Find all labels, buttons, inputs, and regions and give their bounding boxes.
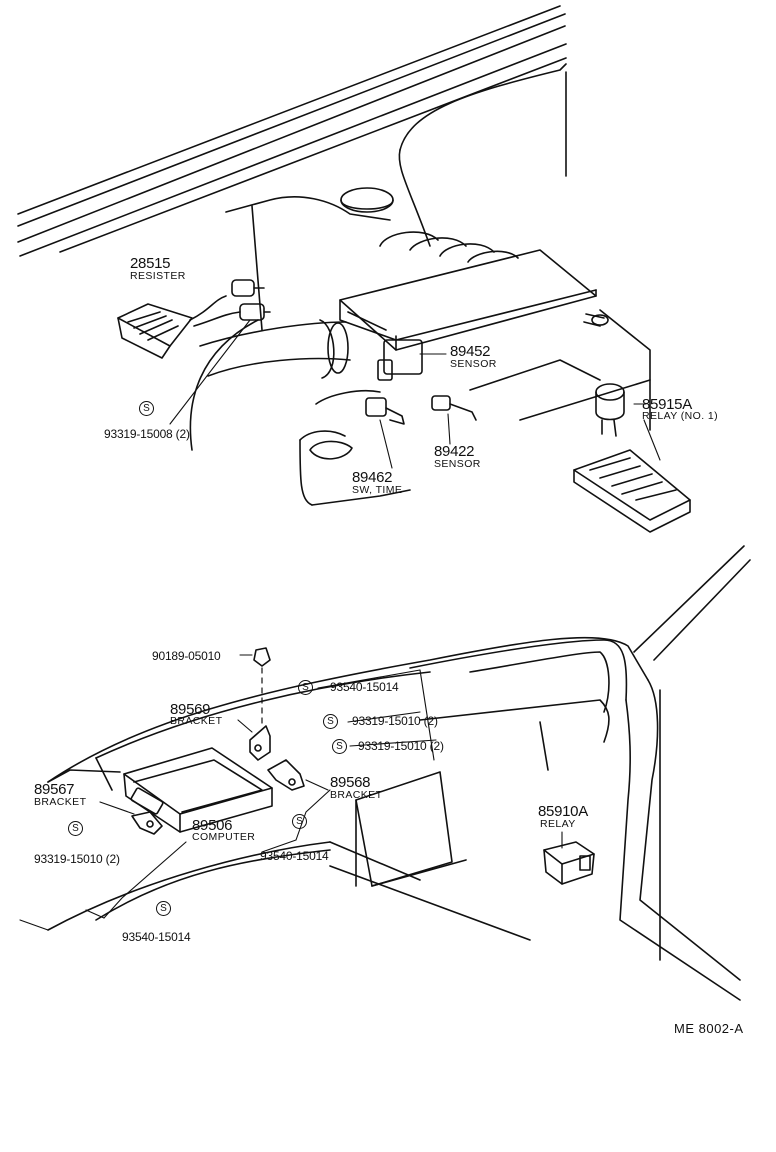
part-name-relay-85910a: RELAY — [540, 818, 576, 830]
part-name-sensor-89452: SENSOR — [450, 358, 497, 370]
dashboard-body — [47, 545, 751, 1001]
part-name-sensor-89422: SENSOR — [434, 458, 481, 470]
fastener-93319-15010-a: 93319-15010 (2) — [352, 714, 438, 728]
bracket-89567-drawing — [99, 801, 163, 835]
part-number-89462: 89462 — [352, 469, 393, 486]
standard-part-symbol: S — [292, 814, 307, 829]
part-name-relay-no1: RELAY (NO. 1) — [642, 410, 718, 422]
sensor-89452-drawing — [347, 311, 447, 381]
computer-89506-drawing — [123, 747, 273, 833]
leader-lines — [19, 669, 437, 931]
relay-85910a-drawing — [543, 831, 595, 885]
part-number-85915a: 85915A — [642, 396, 692, 413]
part-name-resister: RESISTER — [130, 270, 186, 282]
bracket-89569-drawing — [237, 719, 271, 761]
standard-part-symbol: S — [332, 739, 347, 754]
part-number-89567: 89567 — [34, 781, 75, 798]
standard-part-symbol: S — [298, 680, 313, 695]
fastener-93319-15008: 93319-15008 (2) — [104, 427, 190, 441]
resister-part-drawing — [117, 279, 271, 359]
part-number-28515: 28515 — [130, 255, 171, 272]
part-name-bracket-89569: BRACKET — [170, 715, 223, 727]
standard-part-symbol: S — [156, 901, 171, 916]
part-name-computer: COMPUTER — [192, 831, 256, 843]
part-name-bracket-89568: BRACKET — [330, 789, 383, 801]
part-number-89506: 89506 — [192, 817, 233, 834]
standard-part-symbol: S — [139, 401, 154, 416]
part-number-85910a: 85910A — [538, 803, 588, 820]
fastener-93540-15014-lower: 93540-15014 — [122, 930, 191, 944]
part-number-89452: 89452 — [450, 343, 491, 360]
part-number-89422: 89422 — [434, 443, 475, 460]
part-name-bracket-89567: BRACKET — [34, 796, 87, 808]
part-name-sw-time: SW, TIME — [352, 484, 403, 496]
fastener-93319-15010-b: 93319-15010 (2) — [358, 739, 444, 753]
bolt-90189-drawing — [239, 647, 271, 729]
engine-compartment-body — [17, 5, 691, 533]
part-number-89569: 89569 — [170, 701, 211, 718]
switch-89462-drawing — [365, 397, 405, 469]
relay-85915a-drawing — [595, 383, 661, 461]
fastener-93540-15014-mid: 93540-15014 — [260, 849, 329, 863]
fastener-93540-15014-upper: 93540-15014 — [330, 680, 399, 694]
part-number-89568: 89568 — [330, 774, 371, 791]
standard-part-symbol: S — [68, 821, 83, 836]
standard-part-symbol: S — [323, 714, 338, 729]
fastener-93319-15010-c: 93319-15010 (2) — [34, 852, 120, 866]
fastener-90189-05010: 90189-05010 — [152, 649, 221, 663]
sensor-89422-drawing — [431, 395, 477, 445]
drawing-code: ME 8002-A — [674, 1021, 744, 1036]
bracket-89568-drawing — [267, 759, 329, 791]
